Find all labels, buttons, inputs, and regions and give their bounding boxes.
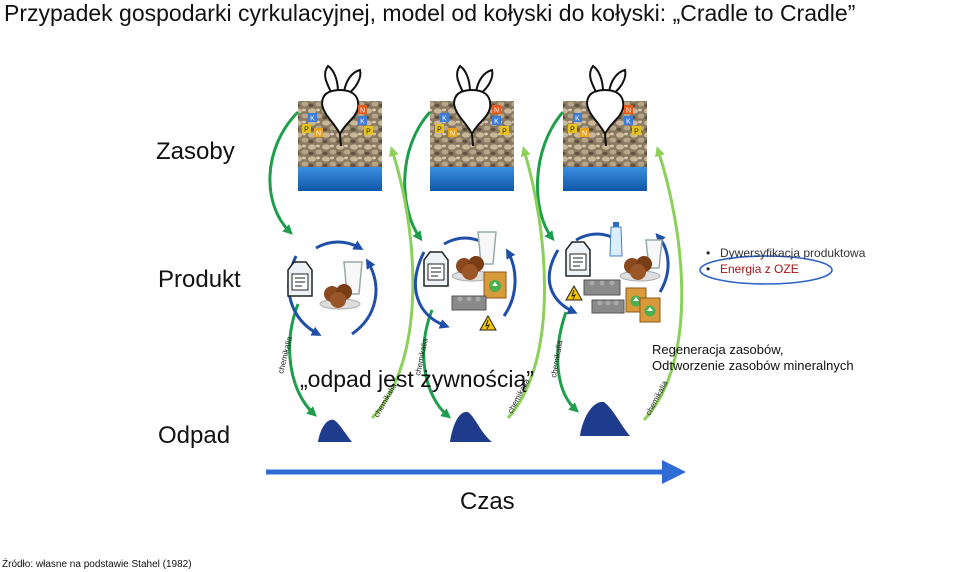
nutrient-letter: K [442,116,447,123]
source-note: Źródło: własne na podstawie Stahel (1982… [2,559,192,570]
cookies-icon [451,256,493,282]
nutrient-letter: N [582,131,587,138]
nutrient-letter: K [626,119,631,126]
resource-to-product-arrow-1 [268,110,300,235]
bullet-renewable-energy: Energia z OZE [706,261,865,277]
nutrient-badges-1: K N P N P K [302,105,373,138]
regeneration-line-1: Regeneracja zasobów, [652,342,784,357]
nutrient-letter: P [570,127,575,134]
juice-carton-icon [565,241,591,277]
chemicals-label: chemikalia [644,379,670,417]
resource-to-product-arrow-2 [403,111,432,242]
nutrient-letter: K [310,116,315,123]
return-arrow-1 [370,146,415,420]
waste-is-food-label: „odpad jest żywnością” [300,366,534,392]
nutrient-letter: K [494,119,499,126]
nutrient-letter: P [634,129,639,136]
milk-glass-icon [477,231,497,265]
row-label-waste: Odpad [158,422,231,449]
nutrient-letter: N [450,131,455,138]
recycling-bag-icon [483,271,507,299]
waste-pile-icon [450,411,492,442]
waste-pile-icon [580,401,630,436]
nutrient-letter: P [502,129,507,136]
row-label-product: Produkt [158,266,241,293]
brick-icon [451,295,487,311]
product-bullets: Dywersyfikacja produktowa Energia z OZE [706,245,865,277]
nutrient-letter: N [360,108,365,115]
product-cycle-1 [287,240,378,336]
cookies-icon [619,256,661,282]
nutrient-letter: K [575,116,580,123]
sugar-beet-icon [585,64,627,147]
brick-icon [591,299,625,314]
resource-to-product-arrow-3 [535,111,565,242]
nutrient-letter: N [316,131,321,138]
regeneration-line-2: Odtworzenie zasobów mineralnych [652,358,854,373]
time-label: Czas [460,488,515,515]
nutrient-letter: K [360,119,365,126]
water-bottle-icon [609,222,623,257]
warning-sign-icon [565,284,583,301]
warning-sign-icon [479,314,497,331]
water-icon [298,167,382,191]
bullet-diversification: Dywersyfikacja produktowa [706,245,865,261]
sugar-beet-icon [452,64,494,147]
product-cycle-2 [414,231,517,331]
return-arrow-2 [506,146,546,419]
product-to-waste-arrow-1 [288,303,317,417]
waste-pile-icon [318,419,352,442]
nutrient-letter: P [437,127,442,134]
row-label-resources: Zasoby [156,138,235,165]
cookies-icon [319,284,361,310]
nutrient-letter: N [626,108,631,115]
water-icon [563,167,647,191]
nutrient-badges-3: K N P N P K [568,105,641,138]
juice-carton-icon [287,261,313,297]
water-icon [430,167,514,191]
nutrient-letter: N [494,108,499,115]
product-to-waste-arrow-3 [556,311,579,413]
chemicals-label: chemikalia [549,339,565,378]
regeneration-note: Regeneracja zasobów, Odtworzenie zasobów… [652,342,854,374]
page-title: Przypadek gospodarki cyrkulacyjnej, mode… [4,0,856,26]
nutrient-letter: P [304,127,309,134]
product-to-waste-arrow-2 [422,309,452,419]
return-arrow-3 [642,146,684,422]
recycling-bag-icon [639,297,661,323]
nutrient-badges-2: K N P N P K [435,105,509,138]
brick-icon [583,279,621,296]
nutrient-letter: P [366,129,371,136]
juice-carton-icon [423,251,449,287]
product-cycle-3 [547,222,670,323]
time-arrow-head [662,460,686,484]
